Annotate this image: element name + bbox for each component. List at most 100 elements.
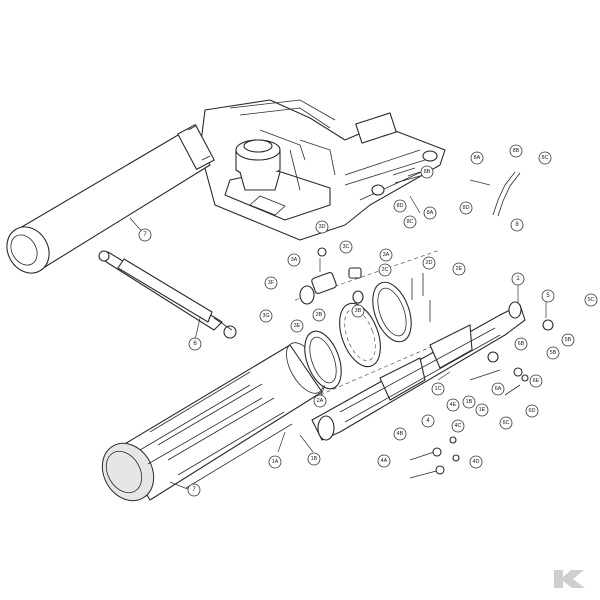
bearing-rings [294, 249, 471, 396]
svg-text:1B: 1B [466, 399, 473, 405]
callout-8[interactable]: 8 [510, 218, 524, 232]
callout-6b[interactable]: 6B [514, 337, 528, 351]
svg-text:3F: 3F [268, 280, 275, 286]
callout-2e[interactable]: 2E [452, 262, 466, 276]
callout-6d[interactable]: 6D [525, 404, 539, 418]
callout-2c[interactable]: 2C [378, 263, 392, 277]
svg-text:8B: 8B [424, 169, 431, 175]
callout-1a[interactable]: 1A [268, 455, 282, 469]
svg-text:3A: 3A [291, 257, 298, 263]
callout-8c-frame[interactable]: 8C [403, 215, 417, 229]
svg-text:3D: 3D [318, 224, 325, 230]
upper-roller-cylinder [6, 124, 215, 274]
drive-chain [469, 171, 521, 217]
svg-text:1C: 1C [434, 386, 441, 392]
svg-text:2A: 2A [317, 398, 324, 404]
callout-5c[interactable]: 5C [584, 293, 598, 307]
svg-text:5C: 5C [587, 297, 594, 303]
svg-text:5B: 5B [550, 350, 557, 356]
hydraulic-ram [98, 250, 237, 339]
svg-text:7: 7 [192, 487, 196, 493]
callout-4b[interactable]: 4B [393, 427, 407, 441]
svg-text:7: 7 [143, 232, 147, 238]
support-arm [311, 301, 554, 441]
svg-text:2E: 2E [456, 266, 463, 272]
svg-text:3A: 3A [383, 252, 390, 258]
callout-8d-top[interactable]: 8D [459, 201, 473, 215]
svg-text:3B: 3B [355, 308, 362, 314]
callout-leaders [129, 171, 547, 491]
svg-text:8B: 8B [513, 148, 520, 154]
svg-text:2B: 2B [316, 312, 323, 318]
svg-text:3C: 3C [342, 244, 349, 250]
svg-text:6: 6 [193, 341, 197, 347]
callout-3b[interactable]: 3B [351, 304, 365, 318]
svg-text:3E: 3E [294, 323, 301, 329]
svg-text:8D: 8D [396, 203, 403, 209]
callout-4[interactable]: 4 [421, 414, 435, 428]
callout-6c[interactable]: 6C [499, 416, 513, 430]
coupling-assembly [299, 247, 364, 305]
callout-4c[interactable]: 4C [451, 419, 465, 433]
callout-8b-top[interactable]: 8B [509, 144, 523, 158]
callout-1c[interactable]: 1C [431, 382, 445, 396]
svg-text:6E: 6E [533, 378, 540, 384]
svg-text:4E: 4E [450, 402, 457, 408]
callout-8d-frame[interactable]: 8D [393, 199, 407, 213]
callout-8c-top[interactable]: 8C [538, 151, 552, 165]
svg-text:5: 5 [546, 293, 550, 299]
svg-text:6C: 6C [502, 420, 509, 426]
svg-text:4: 4 [426, 418, 430, 424]
svg-text:6A: 6A [495, 386, 502, 392]
svg-text:8C: 8C [406, 219, 413, 225]
svg-text:6B: 6B [518, 341, 525, 347]
svg-text:3G: 3G [262, 313, 269, 319]
callout-1b-upper[interactable]: 1B [462, 395, 476, 409]
fasteners [409, 273, 529, 479]
svg-text:8C: 8C [541, 155, 548, 161]
callout-5b-left[interactable]: 5B [546, 346, 560, 360]
callout-7-upper[interactable]: 7 [138, 228, 152, 242]
callout-3a-left[interactable]: 3A [287, 253, 301, 267]
svg-text:5B: 5B [565, 337, 572, 343]
callout-1[interactable]: 1 [511, 272, 525, 286]
callout-3c[interactable]: 3C [339, 240, 353, 254]
callout-6a[interactable]: 6A [491, 382, 505, 396]
callout-3e[interactable]: 3E [290, 319, 304, 333]
lower-roller-cylinder [101, 342, 324, 502]
svg-text:4B: 4B [397, 431, 404, 437]
callout-4d[interactable]: 4D [469, 455, 483, 469]
kramp-k-logo-icon [554, 570, 585, 588]
svg-text:1E: 1E [479, 407, 486, 413]
svg-text:4A: 4A [381, 458, 388, 464]
svg-text:2C: 2C [381, 267, 388, 273]
callout-8b-frame[interactable]: 8B [420, 165, 434, 179]
callout-1b-lower[interactable]: 1B [307, 452, 321, 466]
svg-text:8: 8 [515, 222, 519, 228]
callout-3a-right[interactable]: 3A [379, 248, 393, 262]
callout-7-lower[interactable]: 7 [187, 483, 201, 497]
chassis-frame [199, 99, 446, 241]
callout-5[interactable]: 5 [541, 289, 555, 303]
svg-text:8A: 8A [474, 155, 481, 161]
callout-3f[interactable]: 3F [264, 276, 278, 290]
callout-6e[interactable]: 6E [529, 374, 543, 388]
logo-k-shape [554, 570, 585, 588]
callout-2d[interactable]: 2D [422, 256, 436, 270]
svg-text:4C: 4C [454, 423, 461, 429]
svg-text:2D: 2D [425, 260, 432, 266]
svg-text:1: 1 [516, 276, 520, 282]
callout-4e[interactable]: 4E [446, 398, 460, 412]
callout-6[interactable]: 6 [188, 337, 202, 351]
callout-3g[interactable]: 3G [259, 309, 273, 323]
callout-3d[interactable]: 3D [315, 220, 329, 234]
callout-1e[interactable]: 1E [475, 403, 489, 417]
callout-5b-right[interactable]: 5B [561, 333, 575, 347]
callout-2b[interactable]: 2B [312, 308, 326, 322]
callout-8a-frame[interactable]: 8A [423, 206, 437, 220]
callout-2a[interactable]: 2A [313, 394, 327, 408]
svg-text:8D: 8D [462, 205, 469, 211]
callout-8a-top[interactable]: 8A [470, 151, 484, 165]
callout-4a[interactable]: 4A [377, 454, 391, 468]
